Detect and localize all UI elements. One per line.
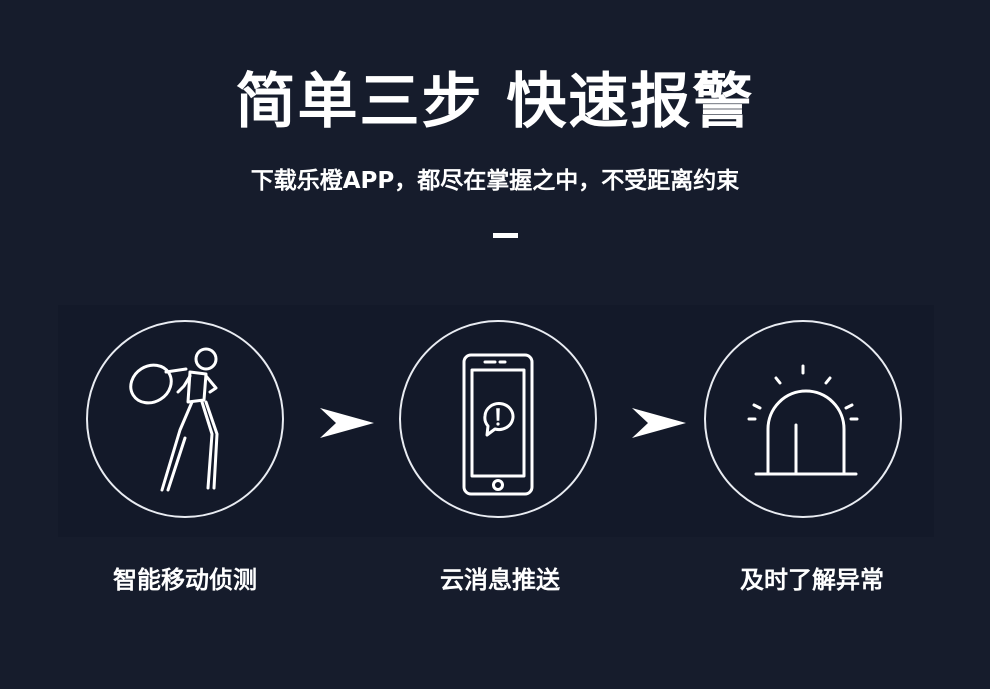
step-3-circle [704,320,902,518]
next-arrow-icon-2 [632,408,686,438]
smartphone-alert-icon [462,353,534,496]
step-1-circle [86,320,284,518]
thief-icon [129,347,219,492]
step-2-circle [399,320,597,518]
step-2-label: 云消息推送 [440,566,560,594]
step-3-label: 及时了解异常 [740,566,884,594]
page-subtitle: 下载乐橙APP，都尽在掌握之中，不受距离约束 [250,168,740,194]
step-1-label: 智能移动侦测 [113,566,257,594]
next-arrow-icon [320,408,374,438]
alarm-light-icon [747,364,859,476]
page-title: 简单三步 快速报警 [235,67,755,137]
title-divider [493,233,518,238]
